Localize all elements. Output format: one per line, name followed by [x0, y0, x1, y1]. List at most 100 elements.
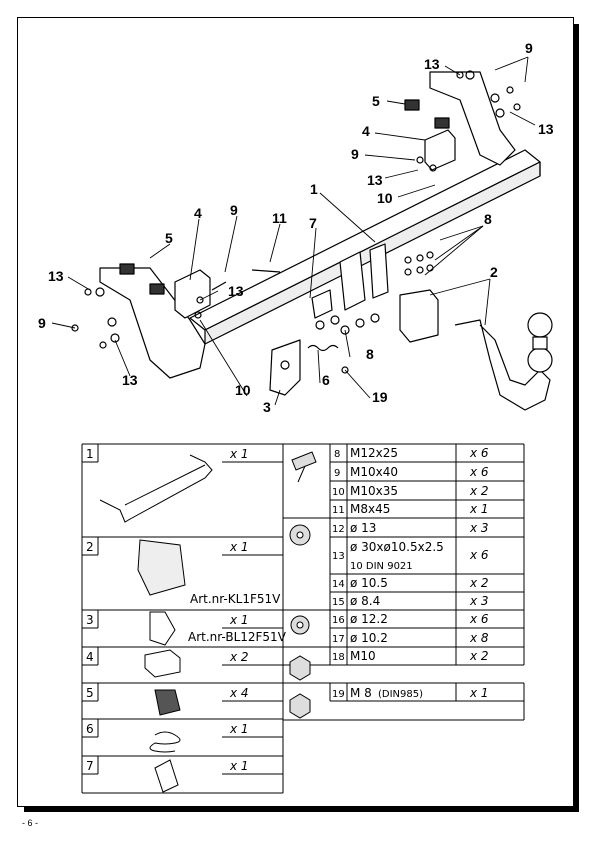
- part-qty: x 6: [469, 612, 489, 626]
- callout-9: 9: [525, 40, 533, 56]
- callout-5: 5: [165, 230, 173, 246]
- plate7-thumbnail: [154, 759, 179, 793]
- part-qty: x 1: [229, 722, 249, 736]
- callout-13: 13: [424, 56, 440, 72]
- crossbar-part-1: [99, 71, 541, 379]
- leader-lines: [51, 56, 536, 406]
- article-number: Art.nr-KL1F51V: [190, 592, 281, 606]
- callout-5: 5: [372, 93, 380, 109]
- part-number: 8: [334, 449, 340, 460]
- part-desc: M10: [350, 649, 376, 663]
- part-desc: ø 10.5: [350, 576, 388, 590]
- part-qty: x 1: [229, 540, 249, 554]
- spring-part-6: [307, 344, 339, 352]
- part-desc: ø 13: [350, 521, 376, 535]
- part-number: 5: [86, 686, 94, 700]
- callout-13: 13: [48, 268, 64, 284]
- part-number: 13: [332, 551, 345, 562]
- clip-part-5: [119, 99, 450, 295]
- part-qty: x 3: [469, 594, 489, 608]
- left-number-boxes: [82, 444, 99, 775]
- crossbar-thumbnail: [99, 454, 213, 523]
- left-qty-lines: [222, 461, 283, 775]
- callout-9: 9: [38, 315, 46, 331]
- part-number: 9: [334, 468, 340, 479]
- part-number: 15: [332, 597, 345, 608]
- socket-plate-part-3: [269, 339, 301, 396]
- part-number: 17: [332, 634, 345, 645]
- callout-8: 8: [484, 211, 492, 227]
- part-number: 12: [332, 524, 345, 535]
- page-shadow: [24, 807, 579, 812]
- part-number: 6: [86, 722, 94, 736]
- clip-thumbnail: [154, 689, 181, 716]
- socket-thumbnail: [137, 539, 186, 596]
- part-number: 7: [86, 759, 94, 773]
- plate-part-7: [311, 289, 333, 319]
- callout-4: 4: [362, 123, 370, 139]
- lock-nut-icon: [289, 693, 311, 719]
- plate-thumbnail: [149, 611, 176, 646]
- part-desc: ø 8.4: [350, 594, 380, 608]
- callout-4: 4: [194, 205, 202, 221]
- part-qty: x 2: [469, 576, 489, 590]
- part-qty: x 1: [229, 447, 249, 461]
- callout-13: 13: [367, 172, 383, 188]
- part-number: 4: [86, 650, 94, 664]
- bracket-part-4: [174, 129, 456, 319]
- callout-10: 10: [377, 190, 393, 206]
- part-number: 11: [332, 505, 345, 516]
- part-desc: ø 12.2: [350, 612, 388, 626]
- part-qty: x 8: [469, 631, 489, 645]
- part-qty: x 6: [469, 446, 489, 460]
- callout-13: 13: [228, 283, 244, 299]
- callout-13: 13: [538, 121, 554, 137]
- parts-table: [81, 443, 525, 794]
- part-qty: x 6: [469, 465, 489, 479]
- callout-8: 8: [366, 346, 374, 362]
- part-desc: M8x45: [350, 502, 390, 516]
- page-frame: [17, 17, 574, 807]
- part-qty: x 2: [229, 650, 249, 664]
- article-number: Art.nr-BL12F51V: [188, 630, 287, 644]
- part-number: 3: [86, 613, 94, 627]
- part-desc: M12x25: [350, 446, 398, 460]
- part-qty: x 6: [469, 548, 489, 562]
- callout-19: 19: [372, 389, 388, 405]
- nut-icon: [289, 655, 311, 681]
- part-number: 14: [332, 579, 345, 590]
- page-shadow: [574, 24, 579, 812]
- part-qty: x 3: [469, 521, 489, 535]
- bracket-thumbnail: [144, 649, 181, 678]
- part-qty: x 4: [229, 686, 249, 700]
- callout-3: 3: [263, 399, 271, 415]
- part-qty: x 1: [229, 759, 249, 773]
- part-qty: x 2: [469, 649, 489, 663]
- callout-6: 6: [322, 372, 330, 388]
- part-desc: M10x40: [350, 465, 398, 479]
- spring-thumbnail: [149, 731, 181, 753]
- part-qty: x 1: [469, 686, 489, 700]
- callout-2: 2: [490, 264, 498, 280]
- part-desc: ø 30xø10.5x2.5: [350, 540, 444, 554]
- table-icons: [99, 451, 317, 793]
- part-desc-line2: 10 DIN 9021: [350, 561, 413, 572]
- callout-11: 11: [272, 210, 287, 226]
- part-number: 19: [332, 689, 345, 700]
- part-desc: M 8: [350, 686, 372, 700]
- callout-10: 10: [235, 382, 251, 398]
- bolt-icon: [291, 451, 317, 471]
- part-number: 18: [332, 652, 345, 663]
- towball-part-2: [399, 289, 553, 411]
- bolts: [71, 70, 521, 374]
- part-desc: ø 10.2: [350, 631, 388, 645]
- part-desc-small: (DIN985): [378, 689, 423, 700]
- part-number: 16: [332, 615, 345, 626]
- part-number: 10: [332, 487, 345, 498]
- part-number: 1: [86, 447, 94, 461]
- callout-1: 1: [310, 181, 318, 197]
- part-number: 2: [86, 540, 94, 554]
- part-qty: x 1: [469, 502, 489, 516]
- part-qty: x 2: [469, 484, 489, 498]
